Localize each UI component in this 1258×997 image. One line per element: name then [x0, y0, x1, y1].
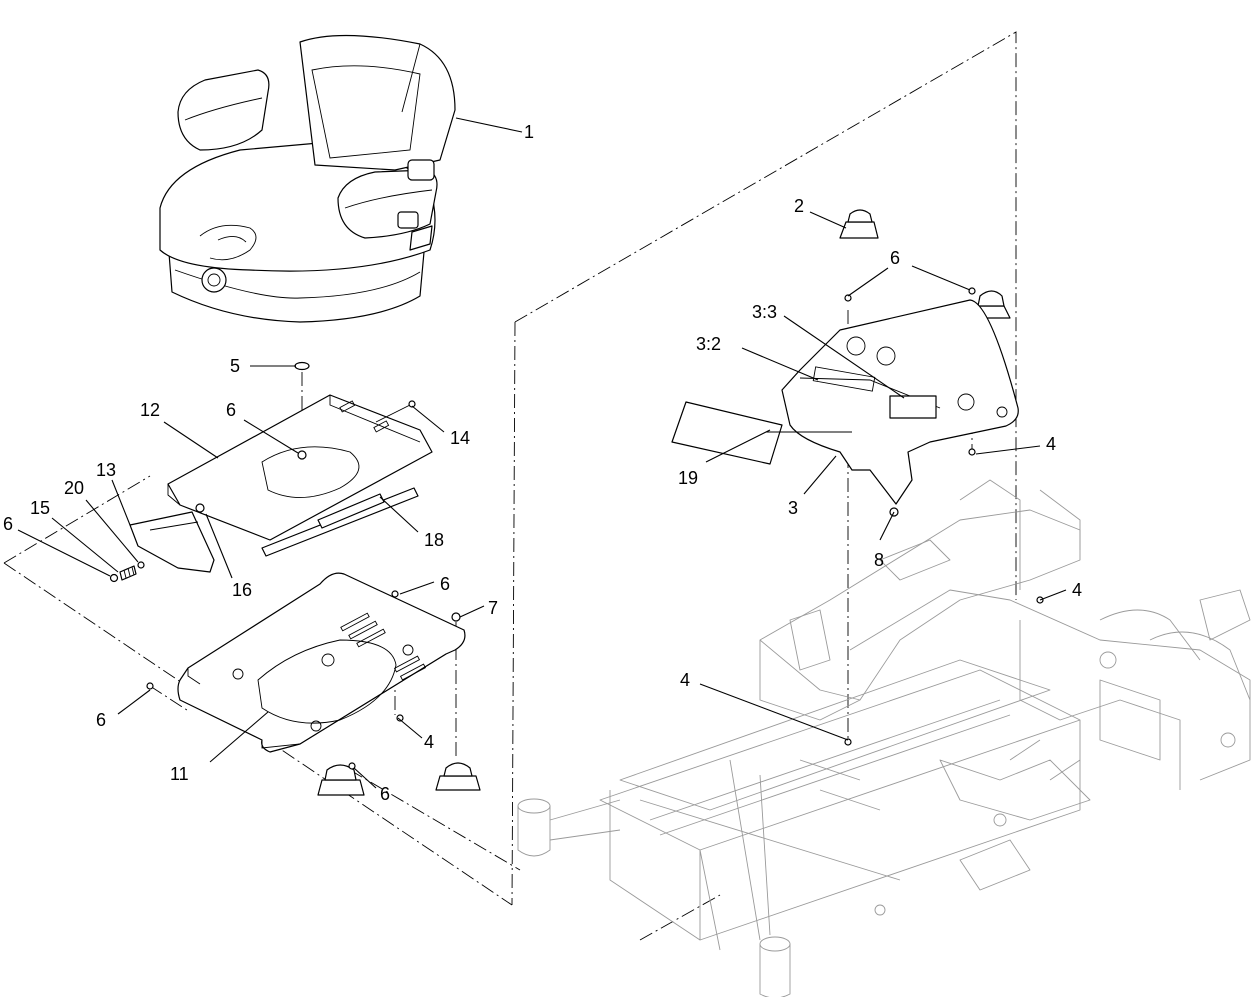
callout-6-mount: 6	[380, 784, 390, 804]
callout-20: 20	[64, 478, 84, 498]
callout-7: 7	[488, 598, 498, 618]
latch-plate-13	[129, 511, 215, 573]
decal-19	[671, 401, 783, 465]
callout-4-bracket: 4	[1046, 434, 1056, 454]
callout-3-2: 3:2	[696, 334, 721, 354]
callout-4-frame-right: 4	[1072, 580, 1082, 600]
callout-18: 18	[424, 530, 444, 550]
callout-2: 2	[794, 196, 804, 216]
callout-6-plate: 6	[440, 574, 450, 594]
nut-6-upper-left	[844, 294, 852, 302]
decal-3-3	[889, 395, 937, 419]
callout-4-plate: 4	[424, 732, 434, 752]
seat-support-bracket-3	[781, 299, 1019, 505]
callout-8: 8	[874, 550, 884, 570]
callout-6-upper: 6	[890, 248, 900, 268]
nut-6-plate	[391, 590, 399, 598]
washer-5	[294, 361, 310, 371]
isolator-mount-2	[839, 209, 879, 239]
nut-6-mount	[348, 762, 356, 770]
callout-3-3: 3:3	[752, 302, 777, 322]
flange-nut-7	[451, 612, 461, 622]
callout-14: 14	[450, 428, 470, 448]
rod-18	[261, 487, 419, 557]
seat-mount-plate-11	[146, 572, 466, 753]
callout-6-side: 6	[96, 710, 106, 730]
spring-15	[119, 565, 137, 581]
isolator-mount-right	[435, 762, 481, 791]
callout-1: 1	[524, 122, 534, 142]
callout-15: 15	[30, 498, 50, 518]
assembly-plane-outlines	[3, 31, 1017, 941]
callout-5: 5	[230, 356, 240, 376]
callout-19: 19	[678, 468, 698, 488]
bolt-4-frame-center	[844, 738, 852, 746]
isolator-mount-left	[317, 764, 365, 796]
callout-6-slide: 6	[226, 400, 236, 420]
callout-12: 12	[140, 400, 160, 420]
callout-4-frame-center: 4	[680, 670, 690, 690]
callout-13: 13	[96, 460, 116, 480]
tractor-frame	[517, 479, 1251, 997]
nut-6-upper-right	[968, 287, 976, 295]
callout-6-latch: 6	[3, 514, 13, 534]
bolt-14	[375, 400, 416, 423]
callout-11: 11	[170, 764, 189, 784]
callout-16: 16	[232, 580, 252, 600]
callout-labels: 1 2 3 3:2 3:3 4 4 4 4 5 6 6 6 6 6 6 7 8 …	[3, 122, 1082, 804]
washer-20	[137, 561, 145, 569]
callout-3: 3	[788, 498, 798, 518]
nut-6-latch	[109, 573, 119, 583]
decal-3-2	[812, 366, 876, 392]
seat-slide-plate-12	[167, 394, 433, 541]
seat-assembly	[159, 34, 456, 323]
leader-lines	[17, 117, 1067, 789]
